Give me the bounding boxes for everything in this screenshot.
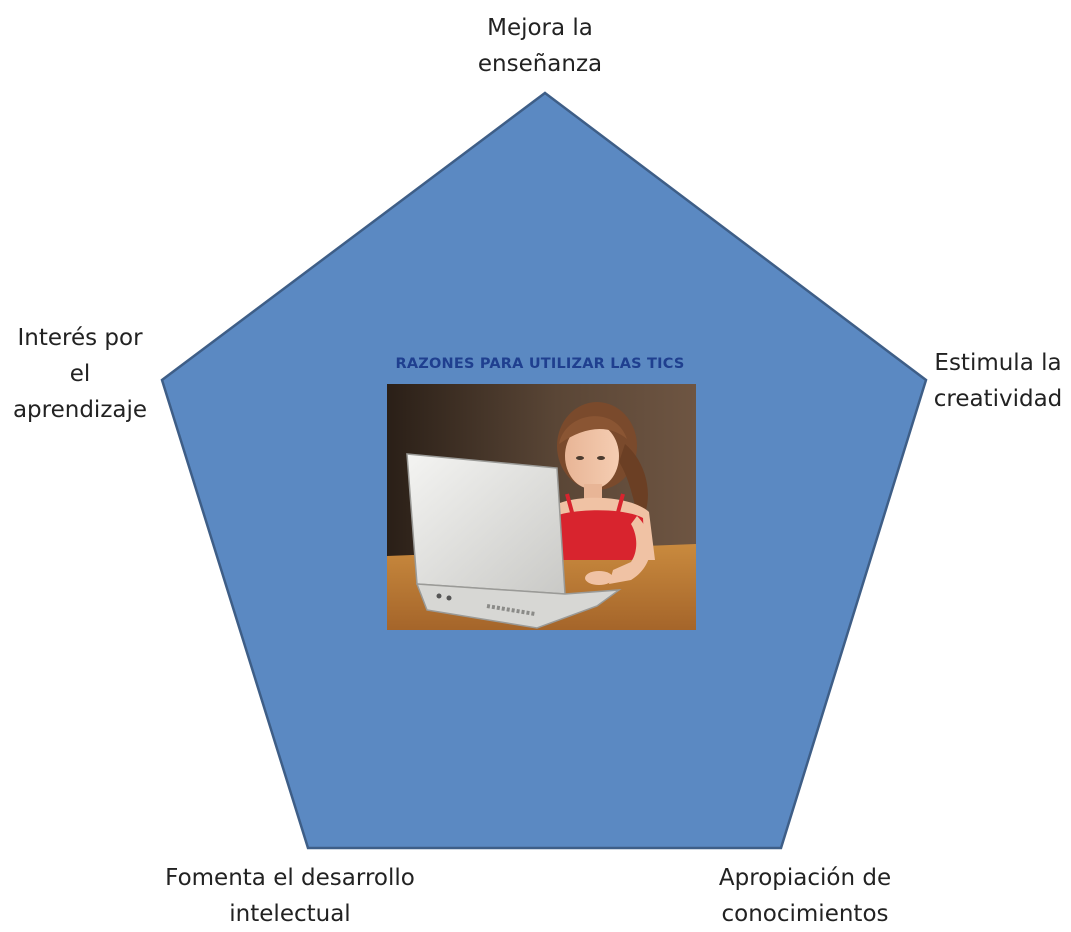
reason-label-bottom-left: Fomenta el desarrollo intelectual bbox=[165, 865, 415, 927]
center-title: RAZONES PARA UTILIZAR LAS TICS bbox=[395, 356, 685, 372]
reason-label-bottom-right: Apropiación de conocimientos bbox=[718, 865, 892, 927]
reason-label-top: Mejora la enseñanza bbox=[477, 15, 603, 77]
reason-label-left: Interés por el aprendizaje bbox=[12, 325, 148, 423]
child-with-laptop-photo bbox=[387, 384, 696, 630]
reason-label-right: Estimula la creatividad bbox=[933, 350, 1063, 412]
